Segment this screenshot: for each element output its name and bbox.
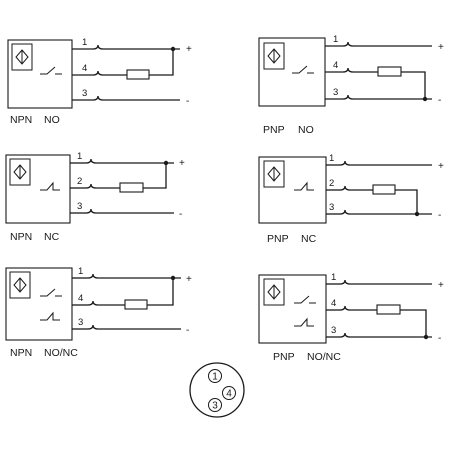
pin-label-c: 3 — [78, 317, 83, 328]
wire-pin-1 — [339, 160, 432, 166]
nc-contact-icon — [294, 181, 314, 191]
wire-pin-4 — [92, 70, 127, 76]
diagram-mode-label: NC — [301, 233, 317, 245]
minus-terminal: - — [438, 95, 441, 106]
diagram-mode-label: NO — [298, 124, 314, 136]
sensor-body — [258, 37, 326, 107]
sensor-face-icon — [9, 158, 31, 186]
pin-label-a: 1 — [78, 266, 83, 277]
diagram-type-label: NPN — [10, 231, 32, 243]
wire-pin-3 — [342, 94, 432, 100]
plus-terminal: + — [179, 158, 185, 169]
pin-label-b: 2 — [77, 176, 82, 187]
nc-contact-icon — [294, 317, 314, 327]
no-contact-icon — [40, 66, 56, 75]
wire-pin-4 — [342, 67, 378, 73]
pin-label-b: 4 — [331, 298, 336, 309]
minus-terminal: - — [438, 210, 441, 221]
wire-pin-3 — [92, 95, 180, 101]
sensor-face-icon — [263, 278, 285, 306]
pin-label-c: 3 — [82, 88, 87, 99]
connector-pin-label: 1 — [212, 372, 218, 383]
connector-pin-circle — [222, 386, 236, 400]
no-contact-icon — [292, 65, 308, 74]
load-resistor — [376, 304, 401, 315]
diagram-type-label: NPN — [10, 347, 32, 359]
minus-terminal: - — [186, 96, 189, 107]
pin-label-c: 3 — [331, 325, 336, 336]
connector-pin-circle — [208, 398, 222, 412]
pin-label-a: 1 — [331, 272, 336, 283]
load-resistor — [119, 182, 144, 193]
pin-label-a: 1 — [82, 37, 87, 48]
connector-pin-circle — [208, 369, 222, 383]
diagram-npn-nc: 1 2 3 + - NPN NC — [5, 151, 185, 243]
sensor-face-icon — [9, 271, 31, 299]
diagram-type-label: PNP — [263, 124, 285, 136]
diagram-type-label: NPN — [10, 114, 32, 126]
nc-contact-icon — [40, 311, 60, 321]
diagram-type-label: PNP — [273, 351, 295, 363]
pin-label-b: 4 — [78, 293, 83, 304]
diagram-mode-label: NO/NC — [307, 351, 341, 363]
pin-label-b: 4 — [333, 60, 338, 71]
diagram-mode-label: NC — [44, 231, 60, 243]
pin-label-a: 1 — [333, 34, 338, 45]
diagram-pnp-no-nc: 1 4 3 + - PNP NO/NC — [258, 272, 444, 363]
plus-terminal: + — [438, 280, 444, 291]
connector-pinout-icon: 1 4 3 — [189, 362, 245, 418]
no-contact-icon — [40, 288, 56, 297]
wire-pin-3 — [87, 324, 181, 330]
wire-pin-1 — [87, 273, 181, 279]
plus-terminal: + — [186, 44, 192, 55]
pin-label-c: 3 — [329, 202, 334, 213]
sensor-face-icon — [263, 160, 285, 188]
load-resistor — [124, 299, 148, 310]
sensor-body — [5, 267, 73, 341]
pin-label-b: 4 — [82, 63, 87, 74]
plus-terminal: + — [438, 42, 444, 53]
wire-pin-2 — [85, 183, 120, 189]
minus-terminal: - — [438, 333, 441, 344]
wire-pin-4 — [87, 300, 125, 306]
wire-pin-3 — [339, 332, 432, 338]
load-resistor — [126, 69, 150, 80]
wire-pin-1 — [339, 279, 432, 285]
wire-pin-1 — [342, 41, 432, 47]
diagram-pnp-nc: 1 2 3 + - PNP NC — [258, 153, 444, 245]
wire-pin-1 — [85, 158, 174, 164]
plus-terminal: + — [438, 161, 444, 172]
sensor-body — [5, 154, 71, 224]
sensor-face-icon — [11, 43, 33, 71]
pin-label-c: 3 — [333, 87, 338, 98]
pin-label-a: 1 — [77, 151, 82, 162]
diagram-npn-no: 1 4 3 + - NPN NO — [7, 37, 192, 126]
sensor-body — [258, 156, 327, 224]
wire-pin-3 — [339, 209, 432, 215]
load-resistor — [372, 184, 396, 195]
diagram-pnp-no: 1 4 3 + - PNP NO — [258, 34, 444, 136]
minus-terminal: - — [179, 209, 182, 220]
diagram-mode-label: NO — [44, 114, 60, 126]
connector-pin-label: 3 — [212, 401, 218, 412]
wire-pin-4 — [339, 305, 377, 311]
sensor-face-icon — [263, 42, 285, 70]
pin-label-b: 2 — [329, 178, 334, 189]
minus-terminal: - — [186, 325, 189, 336]
load-resistor — [377, 66, 402, 77]
diagram-type-label: PNP — [267, 233, 289, 245]
wire-pin-2 — [339, 185, 373, 191]
no-contact-icon — [294, 295, 310, 304]
diagram-npn-no-nc: 1 4 3 + - NPN NO/NC — [5, 266, 192, 359]
connector-pin-label: 4 — [226, 389, 232, 400]
pin-label-c: 3 — [77, 201, 82, 212]
plus-terminal: + — [186, 274, 192, 285]
diagram-mode-label: NO/NC — [44, 347, 78, 359]
wire-pin-3 — [85, 208, 174, 214]
sensor-body — [258, 274, 327, 344]
nc-contact-icon — [40, 181, 60, 191]
pin-label-a: 1 — [329, 153, 334, 164]
